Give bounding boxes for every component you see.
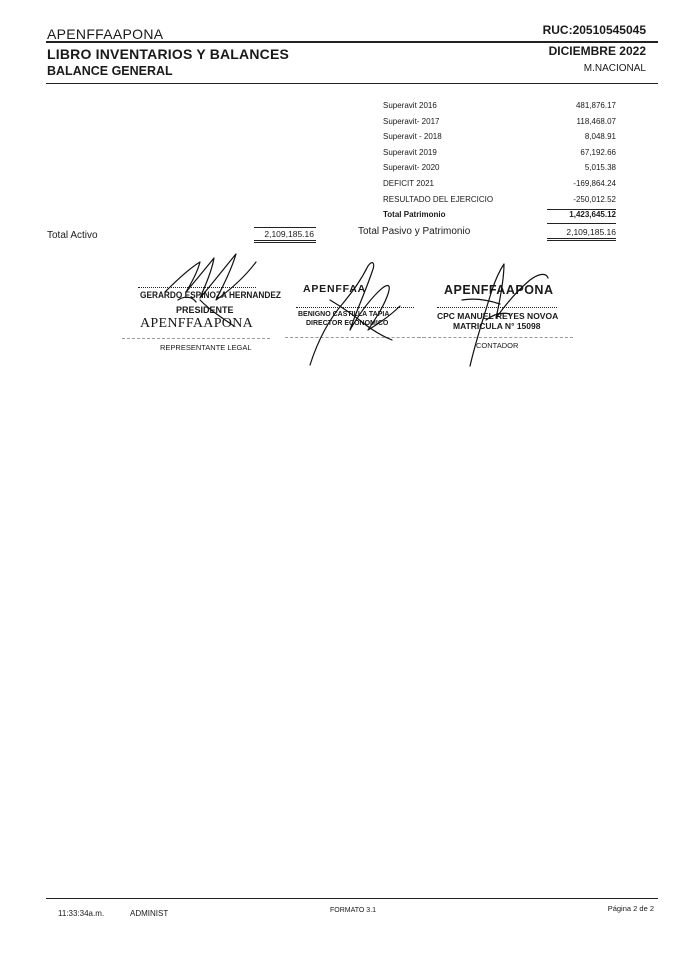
president-caption-rule	[122, 338, 270, 339]
footer-rule	[46, 898, 658, 899]
equity-row-value: 118,468.07	[576, 116, 616, 126]
equity-row-label: Superavit- 2020	[383, 163, 440, 173]
footer-user: ADMINIST	[130, 909, 169, 918]
currency-label: M.NACIONAL	[583, 63, 646, 74]
report-title: BALANCE GENERAL	[47, 64, 173, 78]
report-period: DICIEMBRE 2022	[548, 44, 646, 58]
total-pasivo-double-rule	[547, 240, 616, 241]
ruc-number: RUC:20510545045	[542, 23, 646, 37]
header-rule-top	[46, 41, 658, 43]
equity-total-rule-bottom	[547, 223, 616, 224]
president-stamp: APENFFAAPONA	[140, 316, 254, 331]
total-pasivo-double-rule	[547, 238, 616, 239]
economic-director-stamp: APENFFAA	[303, 283, 366, 295]
equity-row: Superavit 2019 67,192.66	[383, 148, 616, 164]
total-pasivo-patrimonio-value: 2,109,185.16	[566, 227, 616, 237]
company-name: APENFFAAPONA	[47, 26, 164, 42]
accountant-caption: CONTADOR	[476, 341, 519, 350]
equity-row-value: 8,048.91	[584, 132, 616, 142]
economic-director-role: DIRECTOR ECONOMICO	[306, 320, 389, 327]
equity-total-value: 1,423,645.12	[569, 210, 616, 220]
equity-row: Superavit- 2020 5,015.38	[383, 163, 616, 179]
equity-row: Superavit- 2017 118,468.07	[383, 117, 616, 133]
book-title: LIBRO INVENTARIOS Y BALANCES	[47, 46, 290, 62]
president-caption: REPRESENTANTE LEGAL	[160, 343, 252, 352]
economic-director-caption-rule	[285, 337, 425, 338]
total-activo-double-rule	[254, 240, 316, 241]
president-signature-line	[138, 287, 256, 288]
footer-time: 11:33:34a.m.	[58, 909, 105, 918]
equity-row: RESULTADO DEL EJERCICIO -250,012.52	[383, 195, 616, 211]
equity-row-label: Superavit - 2018	[383, 132, 442, 142]
footer-format: FORMATO 3.1	[330, 907, 377, 914]
equity-row: Superavit 2016 481,876.17	[383, 101, 616, 117]
equity-row-label: Superavit- 2017	[383, 116, 440, 126]
equity-row: Superavit - 2018 8,048.91	[383, 132, 616, 148]
accountant-name: CPC MANUEL REYES NOVOA	[437, 311, 559, 321]
total-pasivo-patrimonio-label: Total Pasivo y Patrimonio	[358, 226, 471, 237]
footer-page-number: Página 2 de 2	[607, 904, 654, 913]
equity-total-label: Total Patrimonio	[383, 210, 446, 220]
accountant-signature-line	[437, 307, 557, 308]
economic-director-signature-line	[296, 307, 414, 308]
total-activo-rule-top	[254, 227, 316, 228]
equity-row-value: 67,192.66	[580, 147, 616, 157]
equity-row: DEFICIT 2021 -169,864.24	[383, 179, 616, 195]
equity-row-label: DEFICIT 2021	[383, 178, 434, 188]
economic-director-name: BENIGNO CASTILLA TAPIA	[298, 311, 390, 318]
president-name: GERARDO ESPINOZA HERNANDEZ	[140, 290, 281, 300]
accountant-caption-rule	[418, 337, 573, 338]
total-activo-double-rule	[254, 242, 316, 243]
equity-total-row: Total Patrimonio 1,423,645.12	[383, 210, 616, 226]
president-role: PRESIDENTE	[176, 305, 234, 315]
equity-row-value: 481,876.17	[575, 101, 616, 110]
equity-row-label: Superavit 2016	[383, 101, 437, 110]
equity-table: Superavit 2016 481,876.17 Superavit- 201…	[383, 101, 616, 226]
equity-row-label: RESULTADO DEL EJERCICIO	[383, 194, 494, 204]
equity-row-value: -169,864.24	[573, 178, 616, 188]
header-rule-bottom	[46, 83, 658, 84]
equity-row-value: 5,015.38	[584, 163, 616, 173]
equity-total-rule	[547, 209, 616, 210]
accountant-stamp: APENFFAAPONA	[444, 283, 554, 297]
equity-row-value: -250,012.52	[573, 194, 616, 204]
accountant-registration: MATRICULA N° 15098	[453, 321, 541, 331]
total-activo-label: Total Activo	[47, 230, 98, 241]
accountant-signature-stroke	[461, 298, 501, 305]
equity-row-label: Superavit 2019	[383, 147, 437, 157]
total-activo-value: 2,109,185.16	[264, 229, 314, 239]
